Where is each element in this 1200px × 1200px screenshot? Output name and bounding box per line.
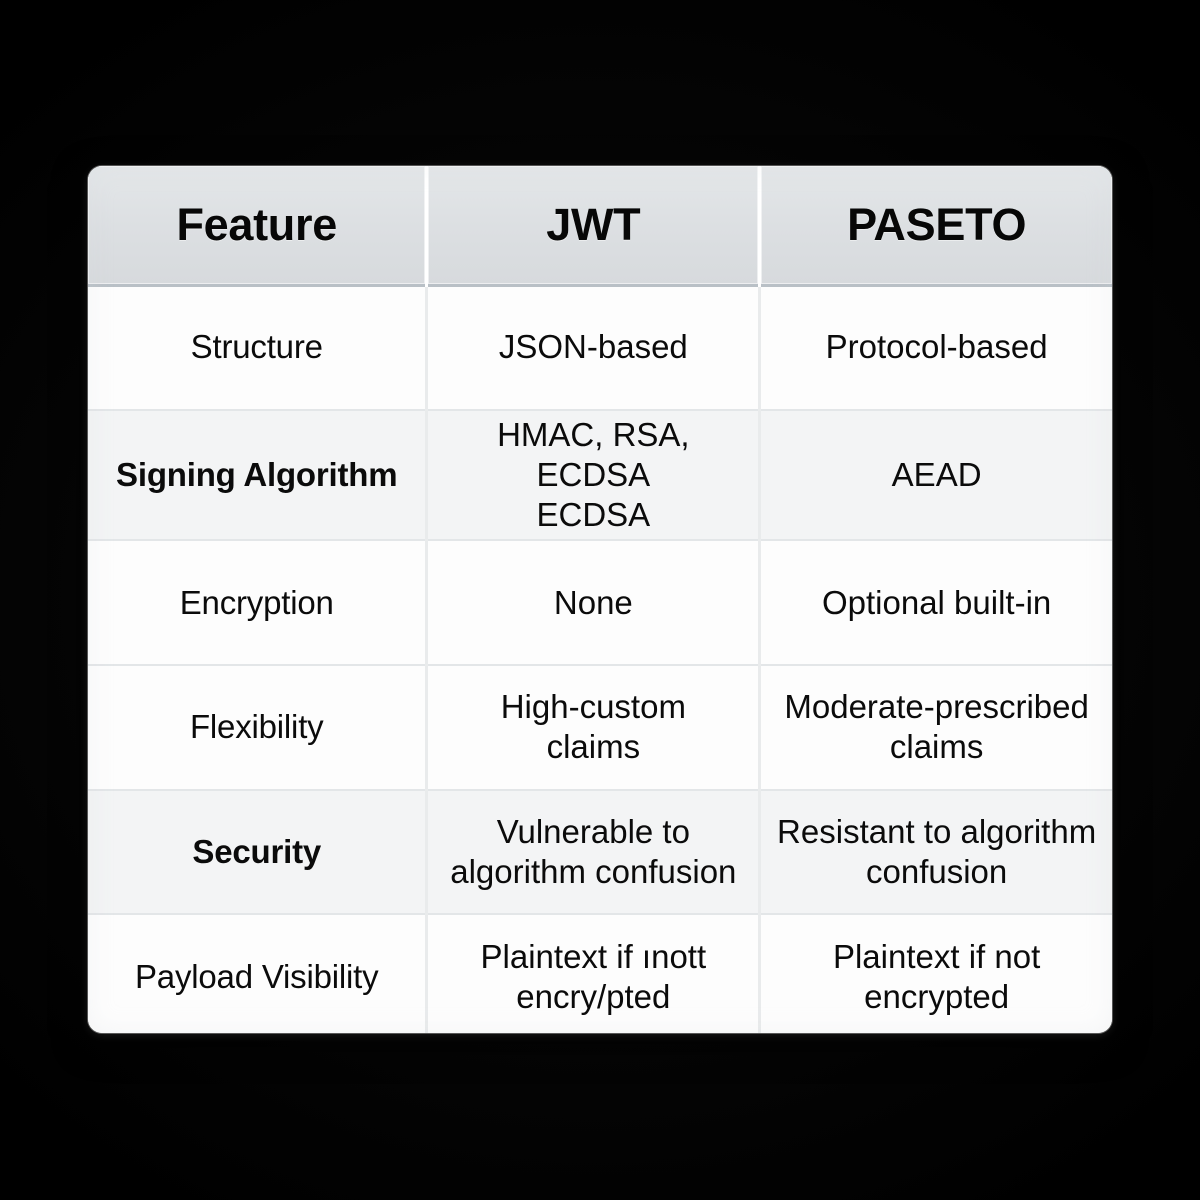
cell-jwt: HMAC, RSA, ECDSA ECDSA [426, 409, 762, 542]
cell-line: AEAD [891, 455, 982, 493]
cell-feature: Signing Algorithm [88, 409, 429, 542]
table-header: Feature JWT PASETO [88, 166, 1112, 285]
cell-feature: Payload Visibility [88, 914, 429, 1033]
cell-line: claims [546, 728, 641, 766]
cell-jwt: High-custom claims [426, 664, 762, 791]
cell-line: Moderate-prescribed [784, 687, 1089, 725]
table-row: Structure JSON-based Protocol-based [88, 285, 1112, 411]
cell-line: encry/pted [516, 977, 671, 1015]
cell-line: High-custom [500, 687, 686, 725]
cell-line: encrypted [864, 977, 1010, 1015]
header-row: Feature JWT PASETO [88, 166, 1112, 285]
cell-jwt: None [426, 540, 762, 666]
cell-jwt: JSON-based [426, 285, 762, 411]
cell-paseto: Plaintext if not encrypted [759, 914, 1112, 1033]
cell-line: Resistant to algorithm [777, 812, 1097, 850]
cell-line: JSON-based [498, 328, 688, 366]
table-row: Signing Algorithm HMAC, RSA, ECDSA ECDSA… [88, 409, 1112, 542]
cell-line: Optional built-in [821, 583, 1052, 621]
table-row: Security Vulnerable to algorithm confusi… [88, 789, 1112, 916]
cell-paseto: Protocol-based [759, 285, 1112, 411]
cell-line: Protocol-based [825, 328, 1048, 366]
comparison-table-card: Feature JWT PASETO Structure JSON-based … [88, 166, 1112, 1033]
table-row: Encryption None Optional built-in [88, 540, 1112, 666]
table-row: Payload Visibility Plaintext if ınott en… [88, 914, 1112, 1033]
cell-line: confusion [865, 852, 1008, 890]
comparison-table: Feature JWT PASETO Structure JSON-based … [88, 166, 1112, 1033]
column-header-jwt: JWT [426, 166, 762, 285]
cell-paseto: Moderate-prescribed claims [759, 664, 1112, 791]
cell-feature: Security [88, 789, 429, 916]
cell-line: None [553, 583, 633, 621]
table-body: Structure JSON-based Protocol-based Sign… [88, 285, 1112, 1033]
cell-feature: Structure [88, 285, 429, 411]
column-header-paseto: PASETO [759, 166, 1112, 285]
cell-line: Plaintext if not [832, 937, 1041, 975]
cell-line: claims [889, 728, 984, 766]
cell-line: algorithm confusion [450, 852, 737, 890]
cell-paseto: Optional built-in [759, 540, 1112, 666]
cell-paseto: AEAD [759, 409, 1112, 542]
cell-feature: Flexibility [88, 664, 429, 791]
cell-line: Plaintext if ınott [480, 937, 707, 975]
cell-feature: Encryption [88, 540, 429, 666]
cell-paseto: Resistant to algorithm confusion [759, 789, 1112, 916]
cell-line: HMAC, RSA, ECDSA [497, 415, 690, 493]
cell-jwt: Plaintext if ınott encry/pted [426, 914, 762, 1033]
table-row: Flexibility High-custom claims Moderate-… [88, 664, 1112, 791]
cell-line: ECDSA [536, 496, 651, 534]
column-header-feature: Feature [88, 166, 429, 285]
cell-line: Vulnerable to [496, 812, 690, 850]
cell-jwt: Vulnerable to algorithm confusion [426, 789, 762, 916]
